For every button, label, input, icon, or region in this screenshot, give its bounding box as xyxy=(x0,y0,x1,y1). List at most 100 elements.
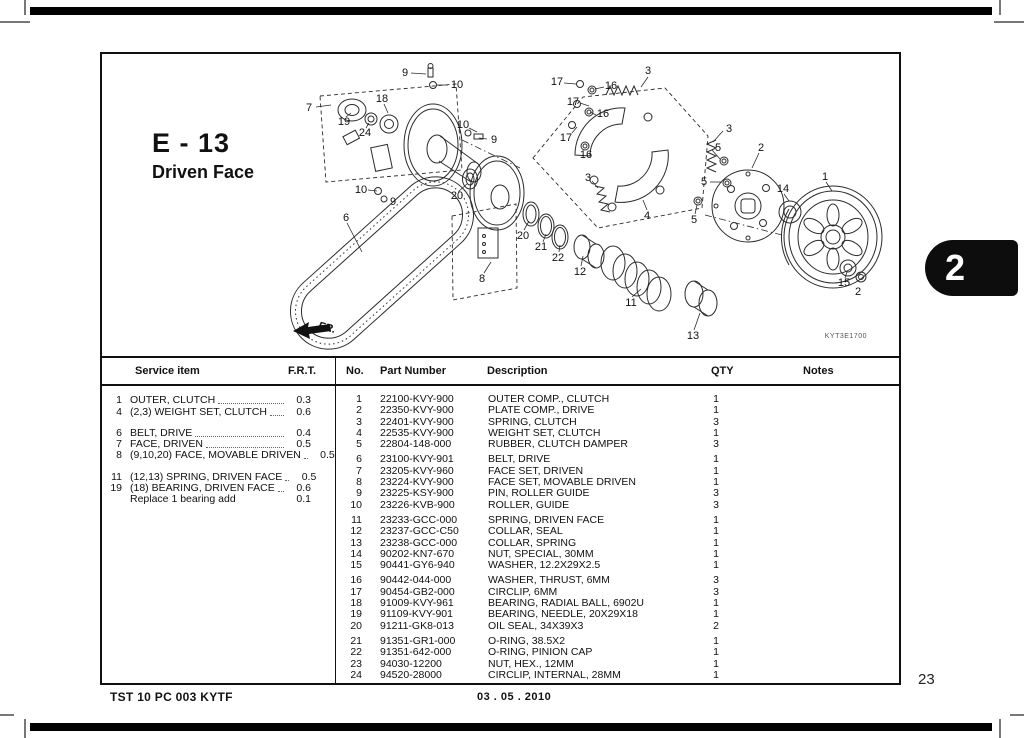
page-number: 23 xyxy=(918,671,935,688)
part-row-no: 2 xyxy=(356,404,362,417)
drive-plate-group xyxy=(711,169,802,243)
part-row-no: 15 xyxy=(350,559,362,572)
crop-mark xyxy=(0,714,14,716)
part-row-qty: 1 xyxy=(713,513,719,526)
part-row-notes xyxy=(744,454,899,465)
part-index-label: 24 xyxy=(358,127,372,139)
part-index-label: 10 xyxy=(456,119,470,131)
part-row-no: 18 xyxy=(350,597,362,610)
part-row-description: NUT, SPECIAL, 30MM xyxy=(488,547,594,560)
part-row-number: 22401-KVY-900 xyxy=(380,415,454,428)
part-index-label: 11 xyxy=(625,297,637,309)
part-row-number: 23233-GCC-000 xyxy=(380,513,458,526)
part-row-qty: 1 xyxy=(713,404,719,417)
part-row-description: FACE SET, DRIVEN xyxy=(488,464,584,477)
print-bar-top xyxy=(30,7,992,15)
part-row-no: 3 xyxy=(356,415,362,428)
part-row-no: 4 xyxy=(356,426,362,439)
part-index-label: 21 xyxy=(534,241,548,253)
part-index-label: 7 xyxy=(305,102,313,114)
service-row-frt: 0.4 xyxy=(296,426,311,439)
part-index-label: 17 xyxy=(550,76,564,88)
part-row-no: 16 xyxy=(350,574,362,587)
part-row-no: 13 xyxy=(350,536,362,549)
part-row-qty: 1 xyxy=(713,634,719,647)
part-row-notes xyxy=(744,439,899,450)
crop-mark xyxy=(999,719,1001,738)
part-row-qty: 1 xyxy=(713,464,719,477)
part-row-qty: 3 xyxy=(713,487,719,500)
spacer xyxy=(362,560,380,571)
service-row-no: 19 xyxy=(110,482,122,495)
service-row-frt: 0.1 xyxy=(296,493,311,506)
fasteners xyxy=(374,63,484,203)
service-row-item: BELT, DRIVE xyxy=(130,426,193,439)
part-index-label: 15 xyxy=(837,277,851,289)
part-row-notes xyxy=(744,560,899,571)
spacer xyxy=(362,609,380,620)
page-title: Driven Face xyxy=(152,162,255,182)
part-index-label: 16 xyxy=(604,80,618,92)
part-row-number: 23225-KSY-900 xyxy=(380,487,454,500)
part-row-description: COLLAR, SEAL xyxy=(488,525,563,538)
service-row-item: (18) BEARING, DRIVEN FACE xyxy=(130,482,275,495)
part-row-number: 91351-GR1-000 xyxy=(380,634,456,647)
movable-face-group xyxy=(462,155,569,259)
service-row-frt: 0.5 xyxy=(301,470,317,483)
part-row-qty: 1 xyxy=(713,646,719,659)
service-row-frt: 0.5 xyxy=(296,438,311,451)
section-thumb-tab: 2 xyxy=(925,240,1018,296)
part-index-label: 3 xyxy=(644,65,652,77)
part-index-label: 13 xyxy=(686,330,700,342)
part-row-description: WASHER, 12.2X29X2.5 xyxy=(488,559,601,572)
part-index-label: 10 xyxy=(450,79,464,91)
part-row-notes xyxy=(744,647,899,658)
part-row-description: NUT, HEX., 12MM xyxy=(488,657,574,670)
spacer xyxy=(362,587,380,598)
service-row-no: 8 xyxy=(116,449,122,462)
spacer xyxy=(362,647,380,658)
clutch-outer-group xyxy=(780,185,883,289)
part-row-no: 9 xyxy=(356,487,362,500)
part-row-number: 90442-044-000 xyxy=(380,574,452,587)
part-row-notes xyxy=(744,428,899,439)
part-row-notes xyxy=(744,405,899,416)
part-index-label: 18 xyxy=(375,93,389,105)
spacer xyxy=(362,417,380,428)
part-row-qty: 1 xyxy=(713,536,719,549)
part-index-label: 5 xyxy=(714,142,722,154)
part-row-number: 22350-KVY-900 xyxy=(380,404,454,417)
part-row-notes xyxy=(744,670,899,681)
dotted-leader xyxy=(195,435,284,437)
spacer xyxy=(362,636,380,647)
service-row-no: 1 xyxy=(116,394,122,407)
part-index-label: 20 xyxy=(450,190,464,202)
part-row-number: 94030-12200 xyxy=(380,657,442,670)
section-code: E - 13 xyxy=(152,128,231,158)
part-row-description: FACE SET, MOVABLE DRIVEN xyxy=(488,476,637,489)
part-row-qty: 1 xyxy=(713,393,719,405)
leader-lines xyxy=(315,72,848,331)
part-index-label: 9 xyxy=(401,67,409,79)
part-row-no: 19 xyxy=(350,608,362,621)
spacer xyxy=(362,405,380,416)
no-header: No. xyxy=(346,365,364,377)
part-index-label: 4 xyxy=(643,210,651,222)
part-row-qty: 1 xyxy=(713,668,719,681)
service-row-item: Replace 1 bearing add xyxy=(130,493,236,506)
part-row-notes xyxy=(744,587,899,598)
part-row-notes xyxy=(744,609,899,620)
